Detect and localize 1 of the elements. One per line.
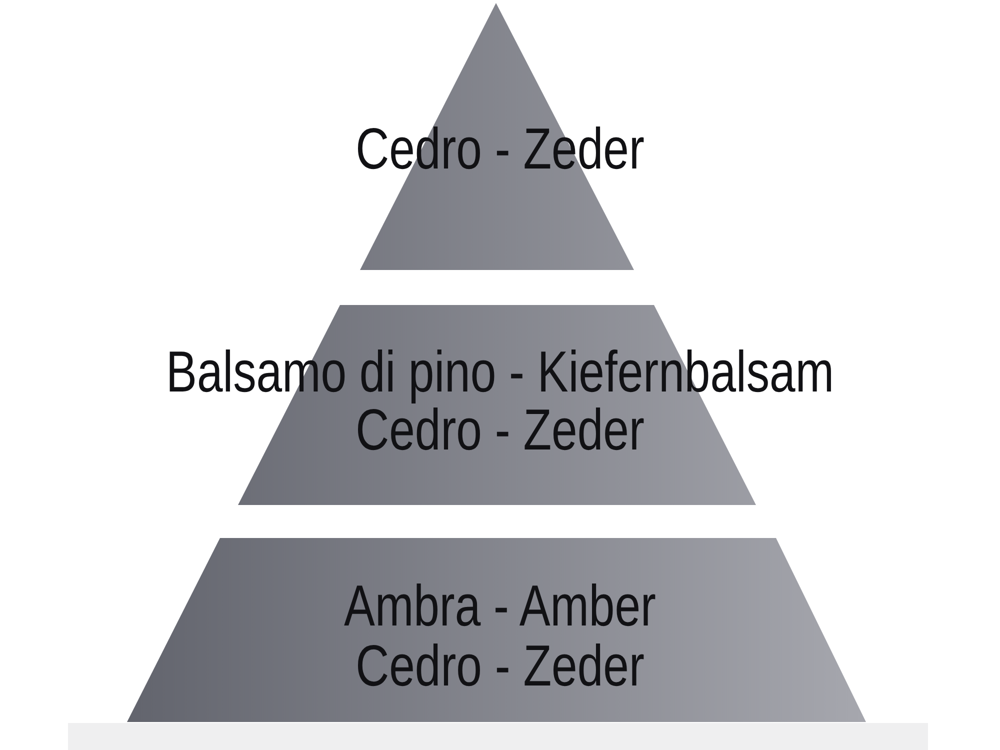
- tier-label: Cedro - Zeder: [356, 116, 644, 182]
